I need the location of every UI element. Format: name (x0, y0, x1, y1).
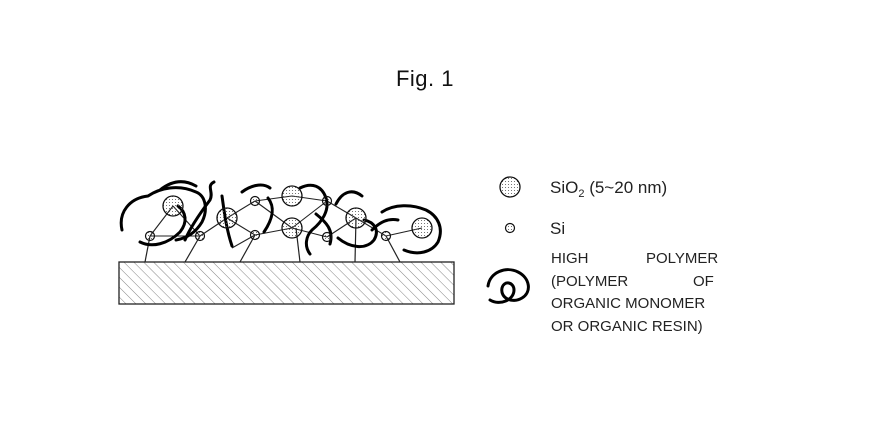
sio2-particles (162, 185, 433, 239)
legend-polymer-line-1-left: HIGH (551, 250, 589, 267)
legend-si: Si (504, 219, 565, 238)
legend-polymer-line-3: ORGANIC MONOMER (551, 295, 705, 312)
legend-sio2: SiO2 (5~20 nm) (499, 176, 667, 200)
legend-sio2-symbol (499, 176, 521, 198)
si-particles (144, 195, 392, 243)
legend-polymer-line-1-right: POLYMER (646, 250, 718, 267)
legend-polymer-symbol (486, 268, 530, 304)
legend-polymer-line-2-right: OF (693, 273, 714, 290)
legend-polymer-line-4: OR ORGANIC RESIN) (551, 318, 703, 335)
legend-sio2-label: SiO2 (5~20 nm) (550, 178, 667, 200)
polymer-chains (119, 180, 442, 256)
figure-title: Fig. 1 (395, 66, 455, 91)
legend-polymer: HIGH POLYMER (POLYMER OF ORGANIC MONOMER… (486, 250, 718, 335)
legend-si-symbol (504, 222, 516, 234)
substrate (118, 261, 455, 305)
legend-polymer-line-2-left: (POLYMER (551, 273, 628, 290)
legend-si-label: Si (550, 219, 565, 238)
